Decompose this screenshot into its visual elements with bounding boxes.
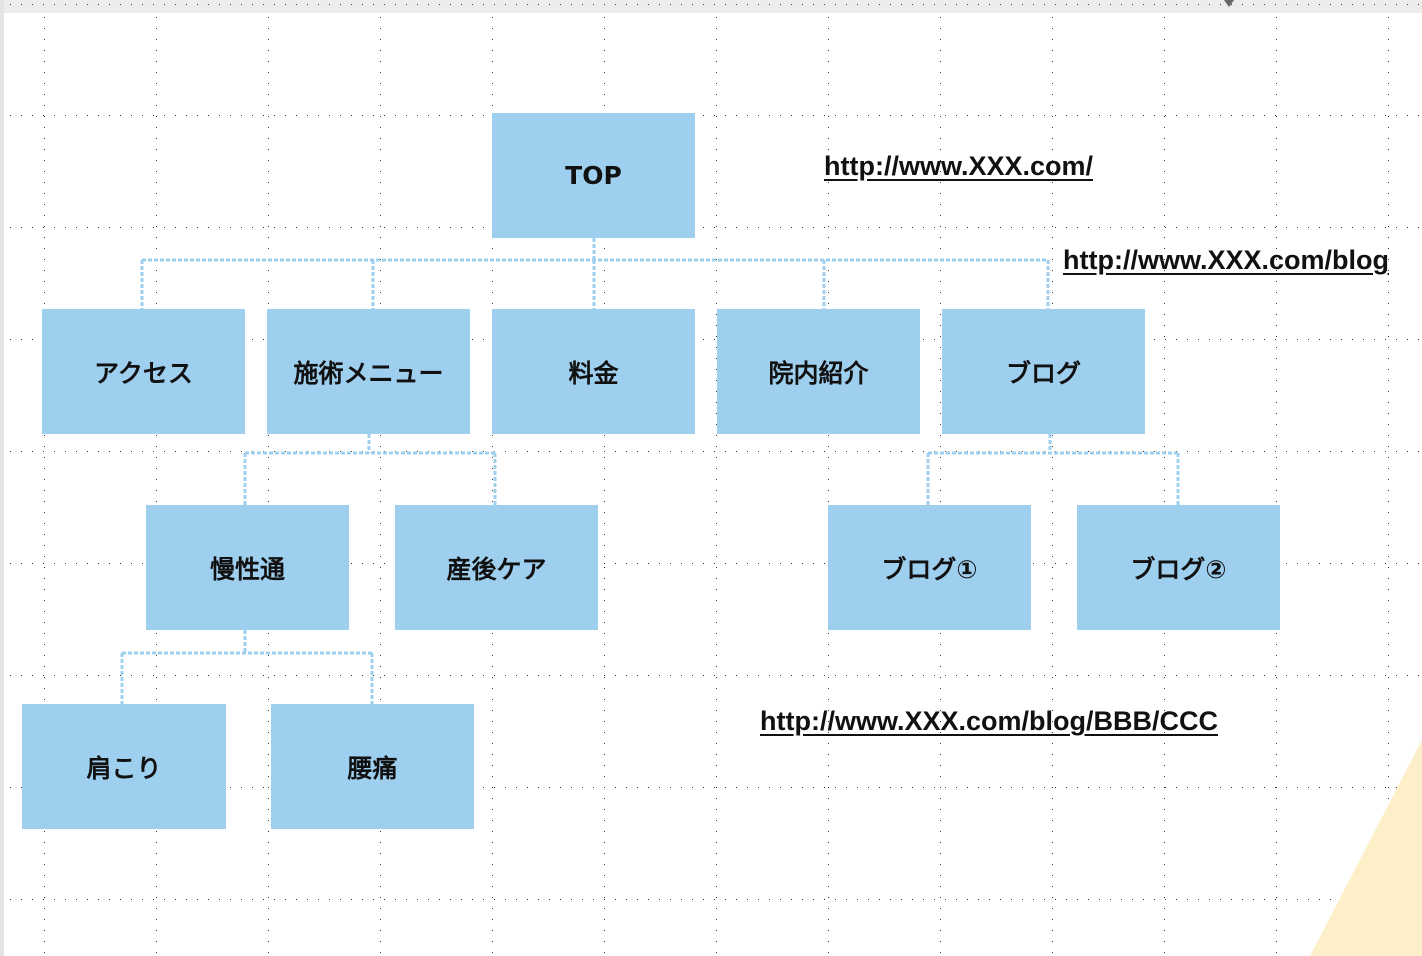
node-blog-1[interactable]: ブログ①	[828, 505, 1031, 630]
node-label: TOP	[565, 161, 622, 190]
node-label: ブログ②	[1130, 554, 1227, 584]
url-blog[interactable]: http://www.XXX.com/blog	[1063, 245, 1389, 275]
node-blog[interactable]: ブログ	[942, 309, 1145, 434]
node-label: アクセス	[94, 358, 193, 388]
node-access[interactable]: アクセス	[42, 309, 245, 434]
node-label: 慢性通	[209, 554, 285, 584]
node-treatment-menu[interactable]: 施術メニュー	[267, 309, 470, 434]
node-label: 腰痛	[347, 753, 398, 783]
node-label: 産後ケア	[446, 554, 547, 584]
node-chronic[interactable]: 慢性通	[146, 505, 349, 630]
node-postpartum[interactable]: 産後ケア	[395, 505, 598, 630]
slide-left-edge	[0, 0, 4, 956]
ruler-bar	[0, 0, 1422, 13]
url-blog-child[interactable]: http://www.XXX.com/blog/BBB/CCC	[760, 706, 1218, 736]
node-label: 施術メニュー	[293, 358, 444, 388]
url-top[interactable]: http://www.XXX.com/	[824, 151, 1094, 181]
node-label: 肩こり	[86, 753, 162, 783]
node-label: 料金	[568, 358, 619, 388]
node-blog-2[interactable]: ブログ②	[1077, 505, 1280, 630]
node-stiff-shoulder[interactable]: 肩こり	[22, 704, 226, 829]
node-label: ブログ	[1005, 358, 1081, 388]
node-clinic-intro[interactable]: 院内紹介	[717, 309, 920, 434]
node-pricing[interactable]: 料金	[492, 309, 695, 434]
node-back-pain[interactable]: 腰痛	[271, 704, 474, 829]
node-label: ブログ①	[881, 554, 978, 584]
node-label: 院内紹介	[768, 358, 869, 388]
dropdown-caret-icon[interactable]	[1224, 0, 1234, 7]
node-top[interactable]: TOP	[492, 113, 695, 238]
